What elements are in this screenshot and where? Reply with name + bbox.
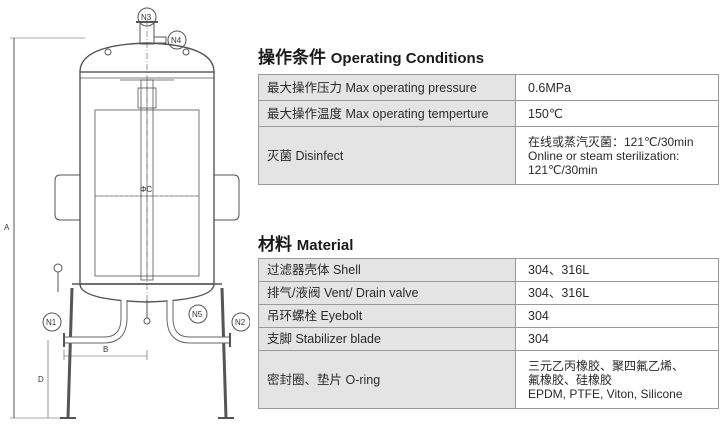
material-title-cn: 材料 xyxy=(258,235,292,254)
callout-n5: N5 xyxy=(192,310,203,319)
label-b: B xyxy=(103,345,108,354)
inlet-pipe-n1 xyxy=(64,300,128,344)
table-row: 吊环螺栓 Eyebolt 304 xyxy=(258,304,719,328)
operating-value: 0.6MPa xyxy=(515,74,719,101)
left-handle xyxy=(54,174,80,221)
operating-title-cn: 操作条件 xyxy=(258,48,326,67)
material-value: 304 xyxy=(515,304,719,328)
callout-n1: N1 xyxy=(46,318,57,327)
operating-key: 最大操作温度 Max operating temperture xyxy=(258,100,516,127)
material-value: 304、316L xyxy=(515,281,719,305)
material-value: 304 xyxy=(515,327,719,351)
label-phi-c: ΦC xyxy=(140,185,152,194)
right-leg xyxy=(220,287,228,419)
callout-n2: N2 xyxy=(235,318,246,327)
label-d: D xyxy=(38,375,44,384)
operating-key: 最大操作压力 Max operating pressure xyxy=(258,74,516,101)
operating-value: 在线或蒸汽灭菌：121℃/30min Online or steam steri… xyxy=(515,126,719,185)
label-a: A xyxy=(4,223,10,232)
material-key: 支脚 Stabilizer blade xyxy=(258,327,516,351)
filter-housing-drawing: N3 N4 N1 N5 N2 A B D ΦC xyxy=(4,7,250,419)
material-title: 材料 Material xyxy=(258,230,353,255)
callout-n4: N4 xyxy=(171,36,182,45)
table-row: 最大操作温度 Max operating temperture 150℃ xyxy=(258,100,719,127)
top-head xyxy=(79,42,215,73)
operating-key: 灭菌 Disinfect xyxy=(258,126,516,185)
outlet-pipe-n2 xyxy=(166,300,230,344)
table-row: 灭菌 Disinfect 在线或蒸汽灭菌：121℃/30min Online o… xyxy=(258,126,719,185)
callout-n3: N3 xyxy=(141,13,152,22)
table-row: 密封圈、垫片 O-ring 三元乙丙橡胶、聚四氟乙烯、 氟橡胶、硅橡胶 EPDM… xyxy=(258,350,719,409)
material-value: 304、316L xyxy=(515,258,719,282)
table-row: 支脚 Stabilizer blade 304 xyxy=(258,327,719,351)
material-key: 密封圈、垫片 O-ring xyxy=(258,350,516,409)
material-key: 吊环螺栓 Eyebolt xyxy=(258,304,516,328)
material-title-en: Material xyxy=(296,237,354,254)
operating-conditions-table: 最大操作压力 Max operating pressure 0.6MPa 最大操… xyxy=(258,74,719,185)
table-row: 最大操作压力 Max operating pressure 0.6MPa xyxy=(258,74,719,101)
left-leg xyxy=(66,287,74,419)
material-value: 三元乙丙橡胶、聚四氟乙烯、 氟橡胶、硅橡胶 EPDM, PTFE, Viton,… xyxy=(515,350,719,409)
material-key: 过滤器壳体 Shell xyxy=(258,258,516,282)
operating-conditions-title: 操作条件 Operating Conditions xyxy=(258,43,484,68)
right-handle xyxy=(214,174,240,221)
operating-title-en: Operating Conditions xyxy=(330,50,485,67)
table-row: 排气/液阀 Vent/ Drain valve 304、316L xyxy=(258,281,719,305)
material-table: 过滤器壳体 Shell 304、316L 排气/液阀 Vent/ Drain v… xyxy=(258,258,719,409)
table-row: 过滤器壳体 Shell 304、316L xyxy=(258,258,719,282)
material-key: 排气/液阀 Vent/ Drain valve xyxy=(258,281,516,305)
operating-value: 150℃ xyxy=(515,100,719,127)
